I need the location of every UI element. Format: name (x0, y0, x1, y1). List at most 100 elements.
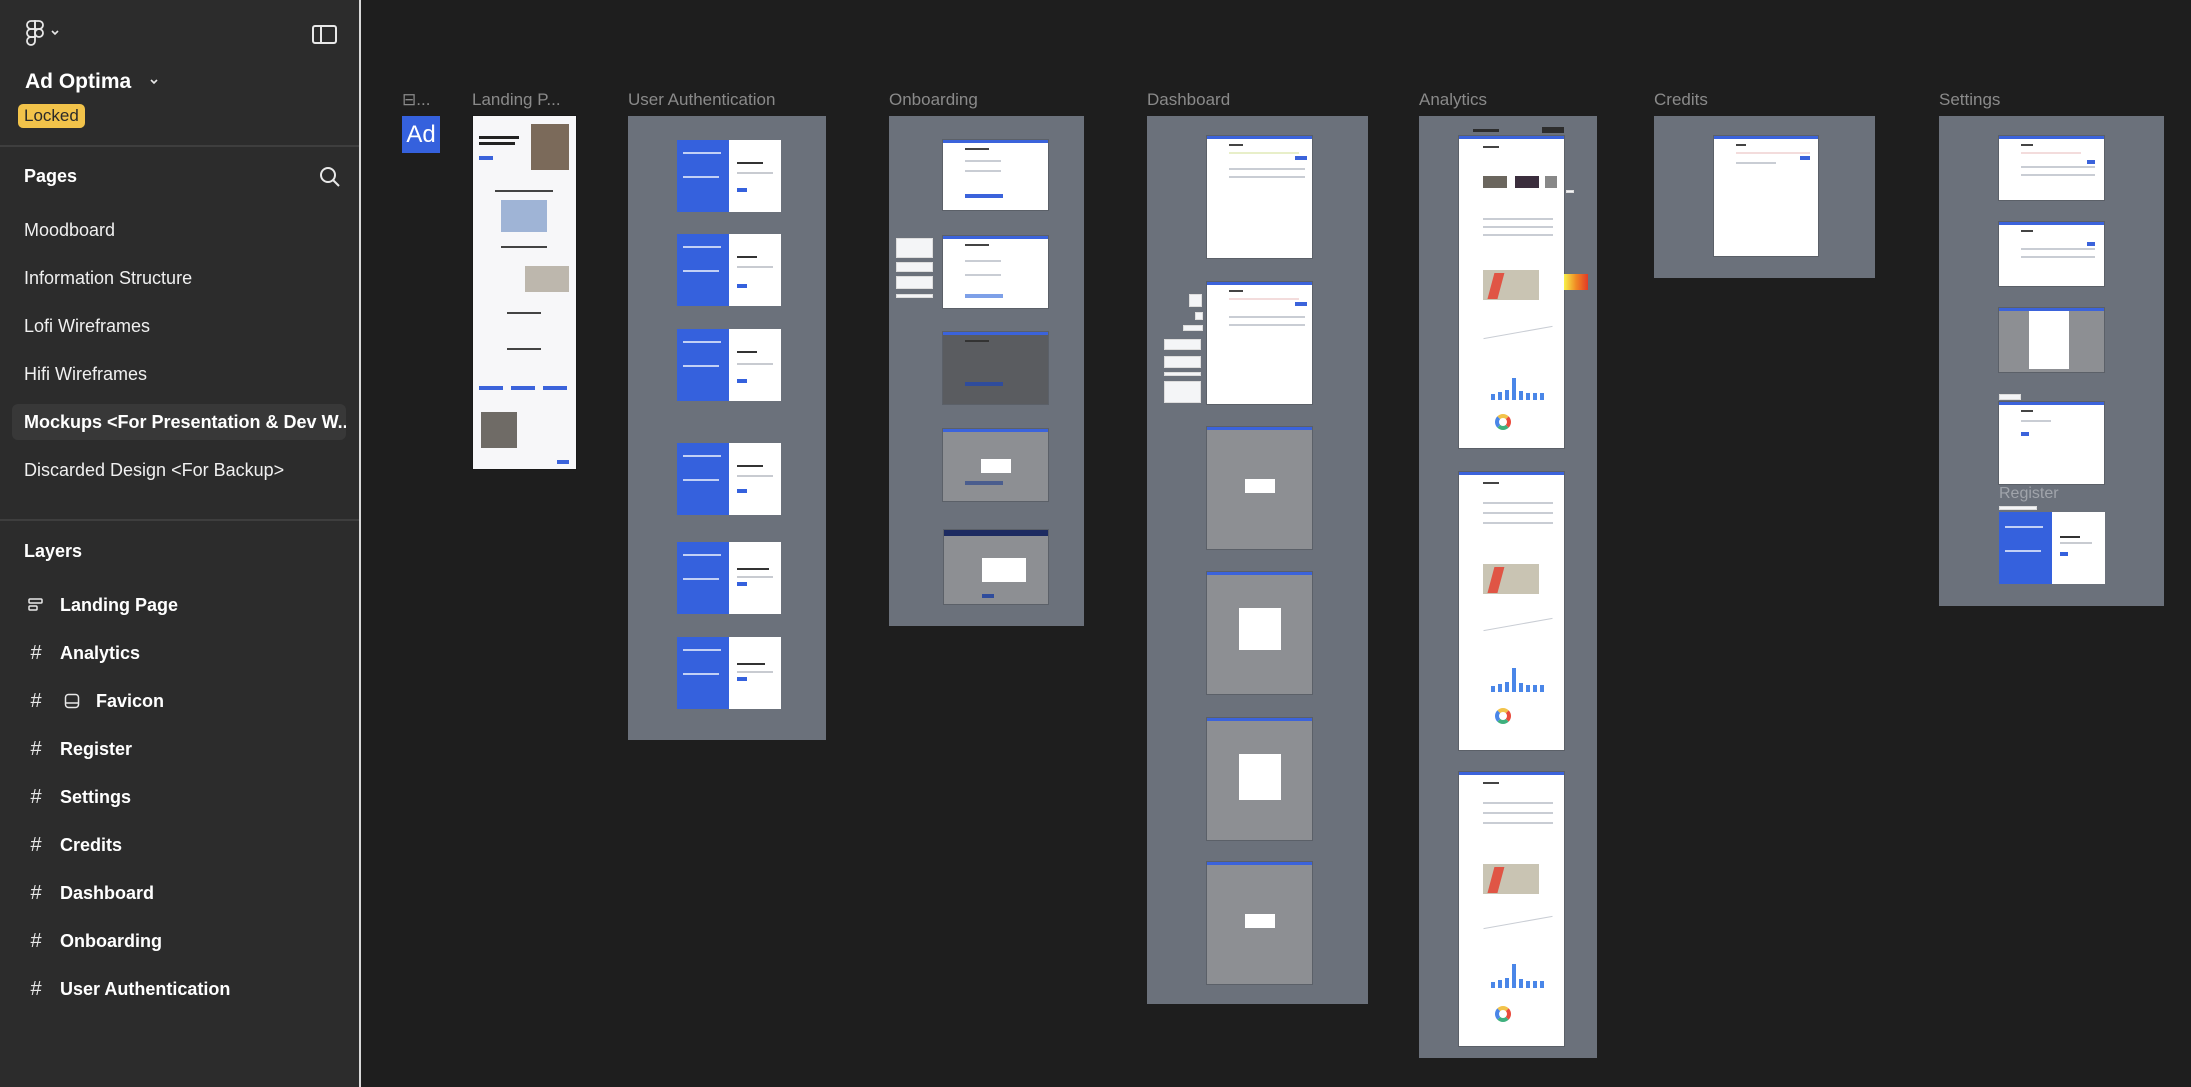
frame-icon: # (30, 929, 42, 952)
frame-icon: # (30, 833, 42, 856)
settings-profile[interactable] (1999, 136, 2104, 200)
file-name-menu[interactable]: Ad Optima (25, 70, 159, 94)
dashboard-edit-modal[interactable] (1207, 718, 1312, 840)
page-item-moodboard[interactable]: Moodboard (24, 220, 116, 240)
dashboard-dropdown-variant[interactable] (1164, 372, 1201, 376)
layer-label: User Authentication (60, 978, 231, 999)
auth-screen-signup[interactable] (677, 234, 781, 306)
component-icon (60, 693, 84, 709)
layer-user-authentication[interactable]: # User Authentication (24, 974, 230, 1004)
toggle-sidebar-icon[interactable] (312, 25, 337, 44)
layer-label: Settings (60, 786, 132, 807)
dashboard-tooltip[interactable] (1195, 312, 1203, 320)
dashboard-dropdown-variant[interactable] (1164, 381, 1201, 403)
page-item-discarded-design[interactable]: Discarded Design <For Backup> (24, 460, 285, 480)
frame-icon: # (30, 689, 42, 712)
layer-analytics[interactable]: # Analytics (24, 638, 140, 668)
layer-dashboard[interactable]: # Dashboard (24, 878, 154, 908)
frame-label-register[interactable]: Register (1999, 485, 2059, 502)
layer-label: Landing Page (60, 594, 179, 615)
pages-title: Pages (24, 166, 78, 186)
settings-billing[interactable] (1999, 222, 2104, 286)
section-settings[interactable]: Register (1939, 116, 2164, 606)
layer-register[interactable]: # Register (24, 734, 132, 764)
frame-label-analytics[interactable]: Analytics (1419, 90, 1488, 109)
frame-icon: # (30, 977, 42, 1000)
auth-screen-reset-password[interactable] (677, 637, 781, 709)
page-item-lofi-wireframes[interactable]: Lofi Wireframes (24, 316, 151, 336)
layer-settings[interactable]: # Settings (24, 782, 131, 812)
credits-screen[interactable] (1714, 136, 1818, 256)
auth-screen-login[interactable] (677, 140, 781, 212)
dashboard-form-modal[interactable] (1207, 572, 1312, 694)
dashboard-delete-modal[interactable] (1207, 862, 1312, 984)
onboarding-dropdown-variant[interactable] (896, 238, 933, 258)
register-tooltip (1999, 506, 2037, 510)
frame-label-credits[interactable]: Credits (1654, 90, 1708, 109)
onboarding-step-2[interactable] (943, 236, 1048, 308)
register-screen[interactable] (1999, 512, 2105, 584)
layer-credits[interactable]: # Credits (24, 830, 122, 860)
layer-label: Dashboard (60, 882, 155, 903)
dashboard-dropdown-variant[interactable] (1164, 356, 1201, 368)
frame-icon: # (30, 641, 42, 664)
dashboard-selected-rows[interactable] (1207, 282, 1312, 404)
page-item-information-structure[interactable]: Information Structure (24, 268, 193, 288)
dashboard-tooltip[interactable] (1183, 325, 1203, 331)
frame-label-settings[interactable]: Settings (1939, 90, 2001, 109)
analytics-screen-3[interactable] (1459, 772, 1564, 1046)
auth-screen-verify[interactable] (677, 443, 781, 515)
onboarding-dropdown-variant[interactable] (896, 276, 933, 289)
frame-label-landing-page[interactable]: Landing P... (472, 90, 561, 109)
onboarding-step-4-modal[interactable] (943, 429, 1048, 501)
main-menu-button[interactable] (26, 20, 60, 46)
auth-screen-signup-filled[interactable] (677, 329, 781, 401)
figma-logo-icon (26, 20, 44, 46)
chevron-down-icon (150, 79, 158, 85)
page-item-hifi-wireframes[interactable]: Hifi Wireframes (24, 364, 148, 384)
section-credits[interactable] (1654, 116, 1875, 278)
section-dashboard[interactable] (1147, 116, 1368, 1004)
status-badge: Locked (18, 104, 85, 128)
page-item-mockups[interactable]: Mockups <For Presentation & Dev W... (12, 404, 346, 440)
auto-layout-icon (24, 597, 48, 613)
left-sidebar: Ad Optima Locked Pages Moodboard Informa… (0, 0, 361, 1087)
onboarding-step-3-overlay[interactable] (943, 332, 1048, 404)
layer-onboarding[interactable]: # Onboarding (24, 926, 162, 956)
favicon-frame[interactable]: Ad (402, 116, 440, 153)
frame-label-user-authentication[interactable]: User Authentication (628, 90, 776, 109)
settings-security[interactable] (1999, 402, 2104, 484)
onboarding-dropdown-variant[interactable] (896, 262, 933, 272)
layer-label: Credits (60, 834, 123, 855)
section-onboarding[interactable] (889, 116, 1084, 626)
section-analytics[interactable] (1419, 116, 1597, 1058)
dashboard-confirm-modal[interactable] (1207, 427, 1312, 549)
file-name: Ad Optima (25, 70, 132, 93)
onboarding-step-1[interactable] (943, 140, 1048, 210)
landing-page-frame[interactable] (473, 116, 576, 469)
layer-favicon[interactable]: # Favicon (24, 686, 164, 716)
onboarding-step-5-modal[interactable] (944, 530, 1048, 604)
dashboard-main[interactable] (1207, 136, 1312, 258)
divider (0, 145, 359, 147)
dashboard-dropdown-variant[interactable] (1164, 339, 1201, 350)
frame-label-onboarding[interactable]: Onboarding (889, 90, 978, 109)
auth-screen-forgot-password[interactable] (677, 542, 781, 614)
layer-label: Onboarding (60, 930, 162, 951)
section-user-authentication[interactable] (628, 116, 826, 740)
heatmap-legend (1564, 274, 1588, 290)
analytics-screen-2[interactable] (1459, 472, 1564, 750)
analytics-tooltip (1542, 127, 1564, 133)
settings-edit-modal[interactable] (1999, 308, 2104, 372)
frame-label-dashboard[interactable]: Dashboard (1147, 90, 1231, 109)
layer-landing-page[interactable]: Landing Page (24, 590, 178, 620)
analytics-screen-1[interactable] (1459, 136, 1564, 448)
design-canvas[interactable]: ⊟... Ad Landing P... User Authentication (362, 0, 2191, 1087)
analytics-tooltip (1473, 129, 1499, 132)
onboarding-dropdown-variant[interactable] (896, 294, 933, 298)
search-pages-icon[interactable] (318, 165, 342, 189)
frame-label-favicon[interactable]: ⊟... (402, 90, 431, 109)
divider (0, 519, 359, 521)
dashboard-tooltip[interactable] (1189, 294, 1202, 307)
frame-icon: # (30, 881, 42, 904)
